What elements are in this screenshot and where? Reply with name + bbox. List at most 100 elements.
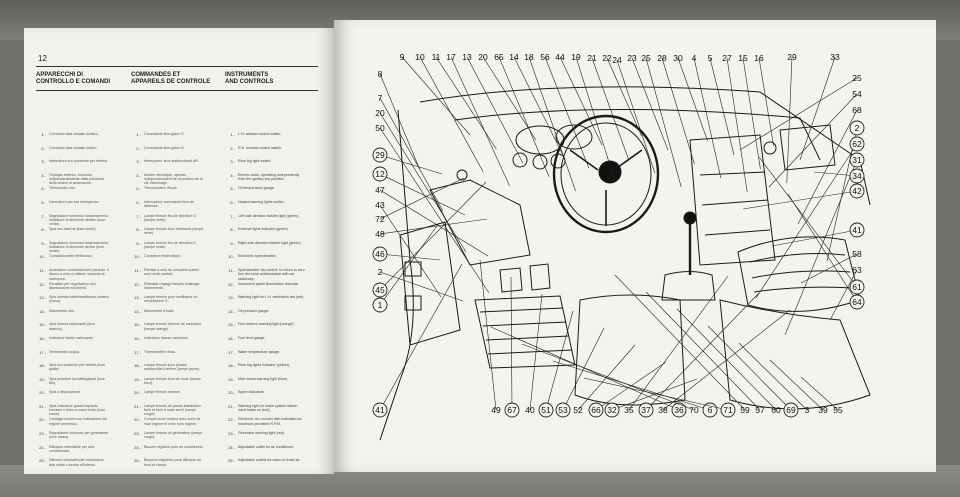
callout-19: 19: [571, 52, 616, 183]
heading-french: COMMANDES ET APPAREILS DE CONTROLE: [131, 72, 211, 85]
list-item: 1 -Comando alza cristallo sinistro.1 -Co…: [36, 132, 326, 146]
leader-line: [379, 154, 443, 175]
callout-label: 37: [641, 405, 651, 415]
left-page: 12 APPARECCHI DI CONTROLLO E COMANDI COM…: [24, 28, 334, 474]
callout-22: 22: [602, 53, 642, 137]
callout-label: 3: [805, 405, 810, 415]
item-number: 23 -: [134, 431, 141, 437]
mat-ribs: [479, 307, 573, 355]
callout-circle: [372, 297, 388, 313]
item-text-italian: Interruttore luci posteriori per nebbia.: [49, 159, 108, 164]
leader-line: [379, 218, 488, 235]
item-number: 18 -: [228, 363, 235, 369]
callout-48: 48: [375, 218, 488, 239]
glovebox: [779, 124, 836, 171]
leader-line: [521, 343, 695, 411]
item-text-english: Electronic rev-counter with indication f…: [238, 417, 302, 426]
callout-circle: [849, 152, 865, 168]
callout-47: 47: [375, 185, 489, 257]
leader-line: [479, 259, 497, 411]
steering-wheel: [552, 114, 660, 234]
list-item: 25 -Diffusori orientabili per immissione…: [36, 458, 326, 472]
callout-51: 51: [538, 310, 574, 418]
callout-label: 28: [657, 53, 667, 63]
callout-label: 32: [607, 405, 617, 415]
leader-line: [379, 189, 489, 257]
list-item: 16 -Indicatore livello carburante.16 -In…: [36, 336, 326, 350]
item-text-english: Fuel level gauge.: [238, 335, 266, 340]
list-item: 2 -Comando alza cristallo destro.2 -Comm…: [36, 146, 326, 160]
leader-line: [769, 359, 824, 411]
leader-line: [545, 310, 574, 411]
callout-58: 58: [800, 249, 862, 284]
item-number: 17 -: [228, 349, 235, 355]
item-number: 21 -: [134, 403, 141, 409]
item-number: 10 -: [228, 254, 235, 260]
item-number: 12 -: [39, 281, 46, 287]
callout-circle: [849, 279, 865, 295]
callout-label: 41: [375, 405, 385, 415]
item-text-french: Manomètre d'huile.: [144, 308, 175, 313]
callout-label: 56: [540, 52, 550, 62]
item-number: 20 -: [39, 390, 46, 396]
item-text-italian: Segnalatore luminoso funzionamento indic…: [49, 213, 109, 227]
callout-46: 46: [372, 246, 441, 262]
callout-20: 20: [478, 52, 537, 141]
callout-label: 55: [833, 405, 843, 415]
callout-28: 28: [657, 53, 695, 165]
item-text-english: L.H. window control switch.: [238, 132, 282, 136]
leader-line: [606, 57, 642, 137]
callout-circle: [372, 402, 388, 418]
item-text-english: Hazard warning lights switch.: [238, 199, 285, 204]
dashboard-drawing: [379, 86, 871, 441]
callout-label: 46: [375, 249, 385, 259]
callout-18: 18: [524, 52, 576, 192]
callout-39: 39: [769, 359, 828, 415]
callout-25: 25: [641, 53, 682, 188]
callout-49: 49: [479, 259, 501, 415]
item-text-french: Lampe témoin réserve de carburant (lampe…: [144, 322, 201, 331]
callout-label: 48: [375, 229, 385, 239]
callout-label: 31: [852, 155, 862, 165]
callout-label: 17: [446, 52, 456, 62]
callout-43: 43: [375, 200, 442, 298]
callout-label: 25: [852, 73, 862, 83]
left-vent: [456, 169, 468, 181]
callout-33: 33: [799, 52, 840, 161]
callout-50: 50: [375, 123, 490, 294]
callout-23: 23: [627, 53, 669, 151]
item-text-french: Remise à zéro du compteur partiel avec k…: [144, 267, 199, 277]
list-item: 15 -Spia riserva carburante (luce aranci…: [36, 322, 326, 336]
item-text-english: Speedometer trip control; to return to z…: [238, 267, 305, 281]
leader-line: [645, 291, 761, 411]
list-item: 21 - Spia indicatore guasti impianto fren…: [36, 404, 326, 418]
callout-label: 70: [689, 405, 699, 415]
callout-2: 2: [826, 120, 865, 262]
callout-label: 43: [375, 200, 385, 210]
callout-circle: [372, 166, 388, 182]
item-text-italian: Spia proiettori luci abbaglianti (luce b…: [49, 376, 105, 385]
item-number: 1 -: [41, 132, 46, 137]
callout-3: 3: [738, 342, 810, 415]
leader-line: [575, 56, 616, 183]
callout-label: 20: [478, 52, 488, 62]
item-text-english: R.H. window control switch.: [238, 145, 282, 150]
leader-line: [379, 181, 487, 291]
item-number: 3 -: [136, 159, 141, 165]
callout-label: 13: [462, 52, 472, 62]
leader-line: [786, 56, 793, 184]
item-text-french: Compteur électronique.: [144, 254, 182, 259]
leader-line: [758, 156, 858, 288]
item-number: 24 -: [134, 444, 141, 450]
callout-label: 27: [722, 53, 732, 63]
item-text-french: Lampe témoin feu de direction G (lampe v…: [144, 213, 197, 222]
item-text-italian: Spia riserva carburante (luce arancio).: [49, 322, 95, 331]
list-item: 8 -Spia luci esterne (luce verde).8 -Lam…: [36, 227, 326, 241]
item-number: 4 -: [230, 172, 235, 178]
item-text-italian: Spia indicatore guasti impianto frenante…: [49, 403, 106, 417]
callout-72: 72: [375, 177, 465, 224]
item-number: 10 -: [39, 254, 46, 260]
item-number: 9 -: [230, 240, 235, 246]
page-number: 12: [38, 54, 47, 63]
callout-label: 62: [852, 139, 862, 149]
